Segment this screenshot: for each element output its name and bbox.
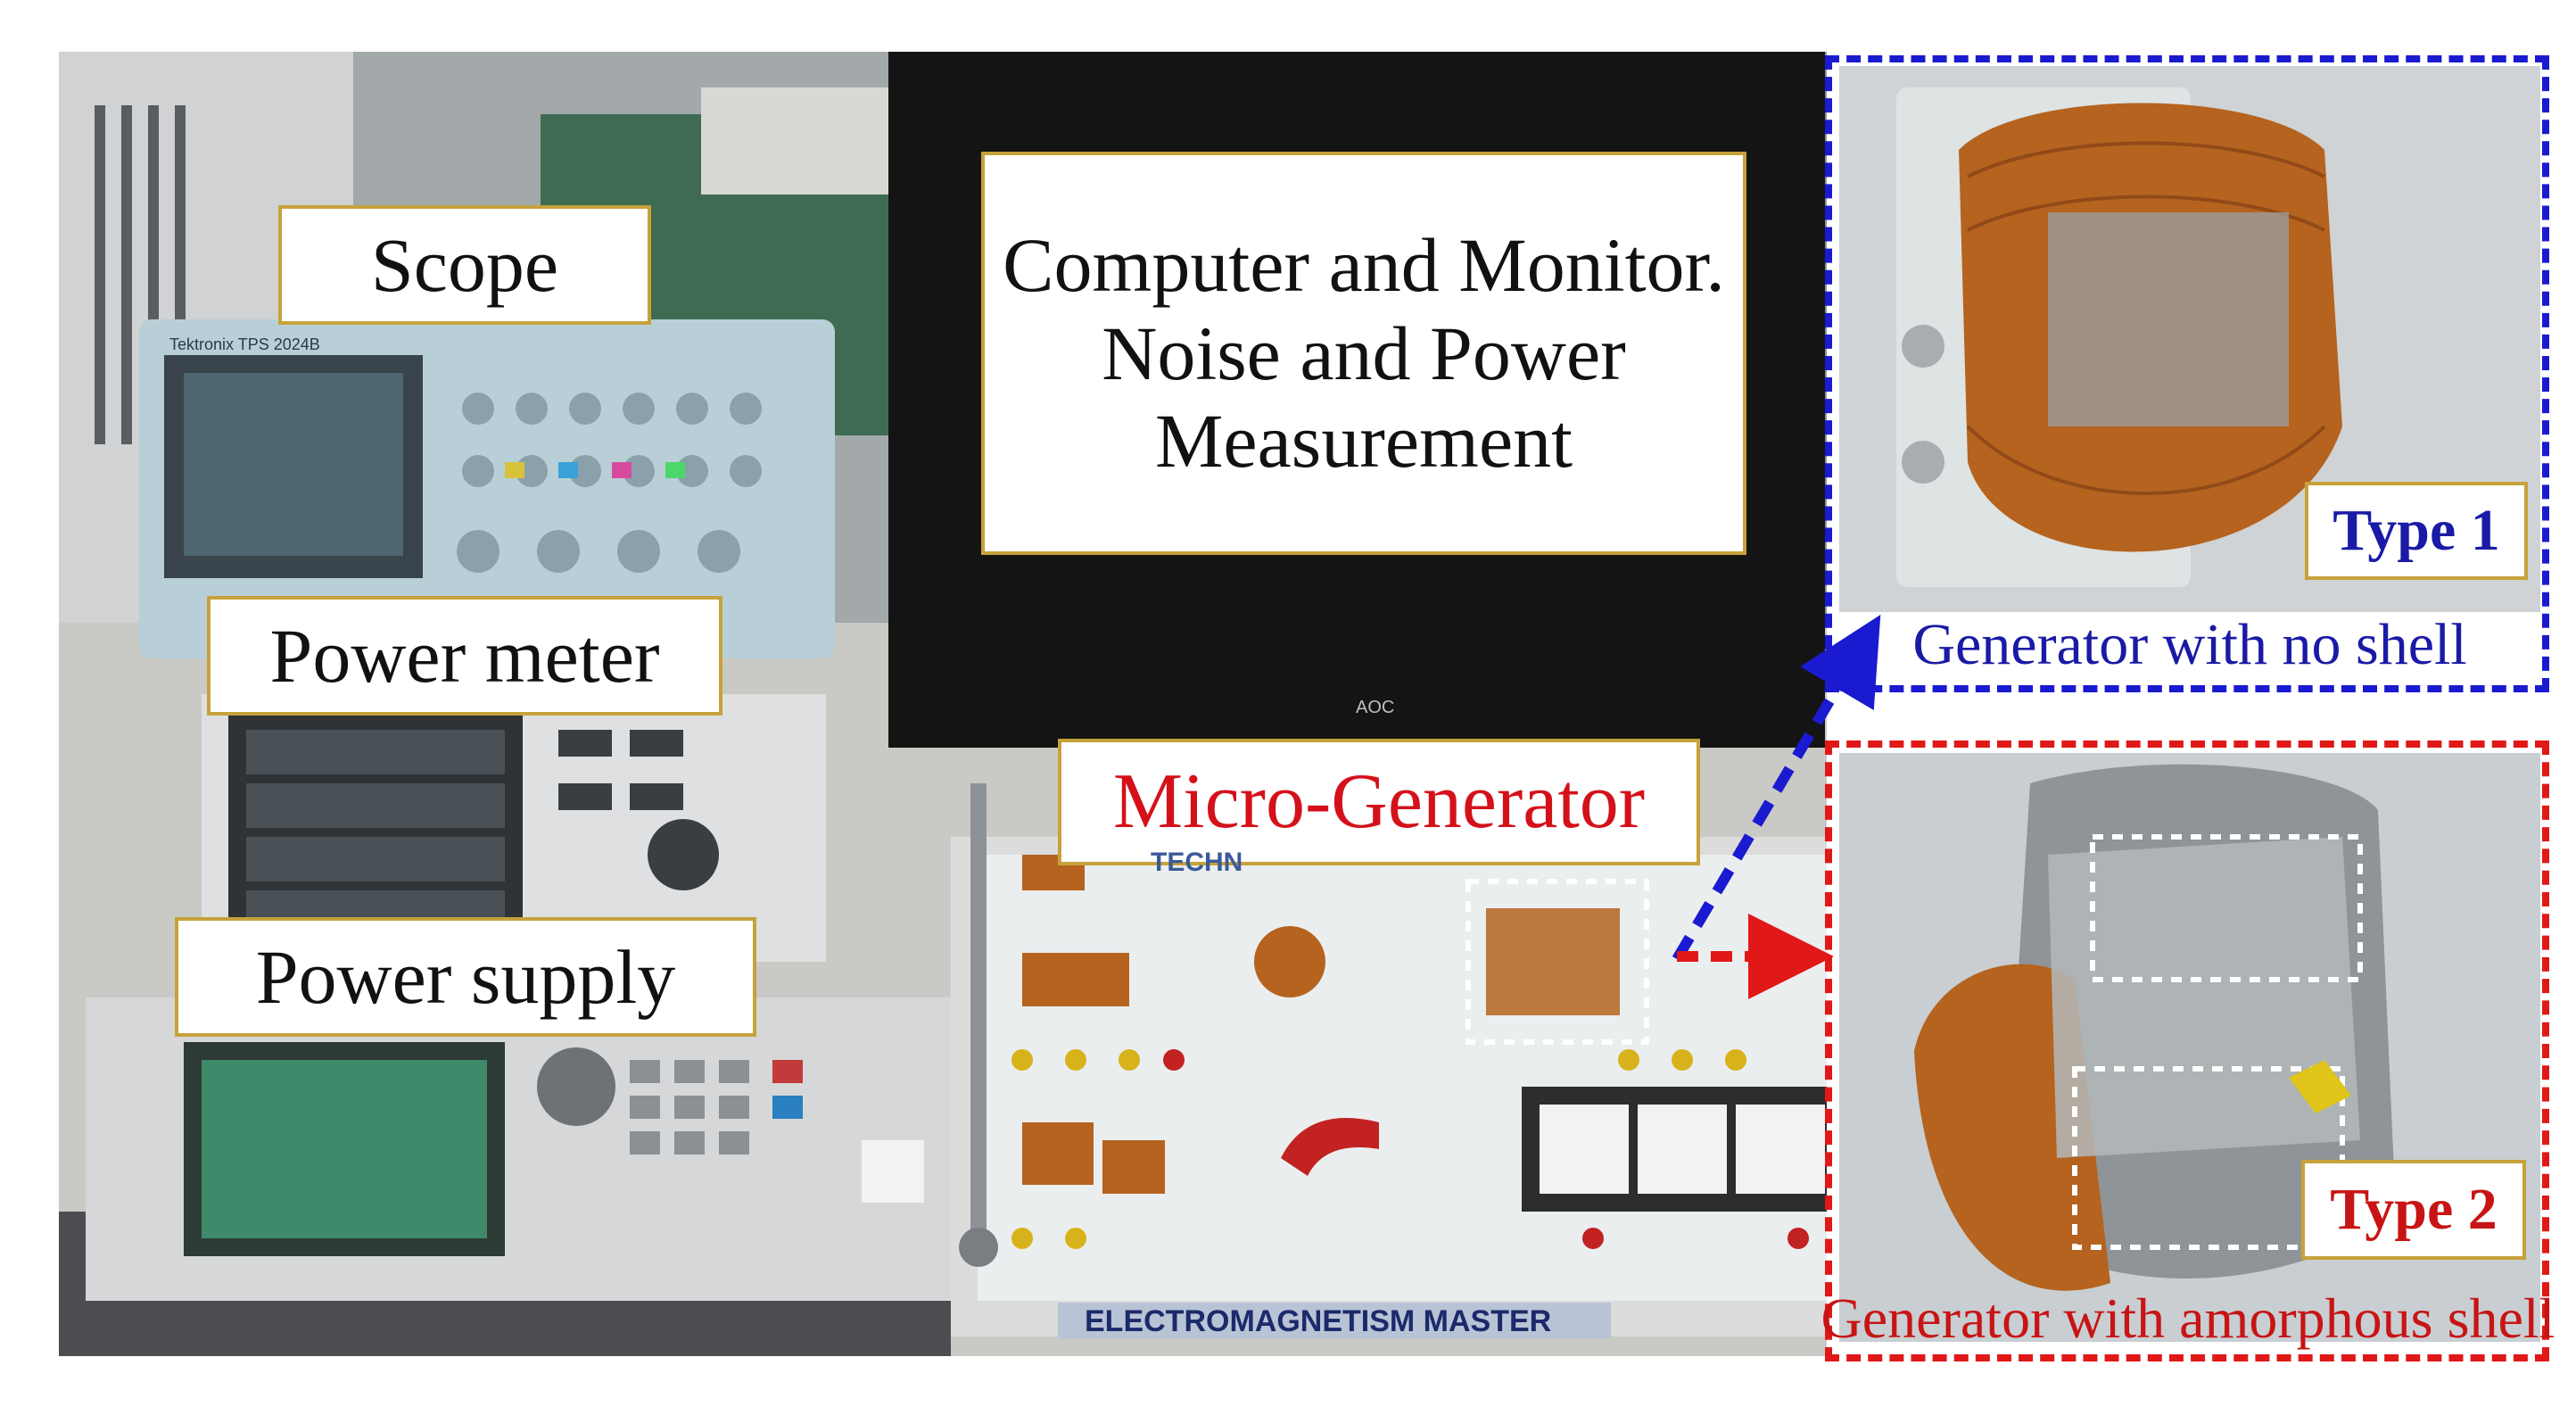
electromagnetism-board: ELECTROMAGNETISM MASTER [951, 837, 1896, 1338]
oscilloscope [139, 319, 835, 658]
type1-photo [1839, 66, 2540, 612]
power-supply-device [86, 997, 960, 1301]
type2-panel-border [1825, 741, 2549, 1361]
type1-panel-border [1825, 55, 2549, 692]
type2-label: Type 2 [2301, 1160, 2526, 1260]
monitor-brand-text: AOC [1356, 698, 1395, 717]
micro-generator-label: Micro-Generator [1058, 739, 1700, 865]
type2-caption: Generator with amorphous shell [1821, 1287, 2555, 1350]
type1-caption: Generator with no shell [1912, 612, 2467, 677]
arrow-to-type1 [1672, 615, 1881, 963]
scope-brand-text: Tektronix TPS 2024B [169, 335, 320, 353]
type1-label: Type 1 [2305, 482, 2528, 580]
board-brand-text: ELECTROMAGNETISM MASTER [1085, 1304, 1551, 1338]
power-supply-label: Power supply [175, 917, 756, 1037]
board-top-text: TECHN [1151, 848, 1243, 877]
power-meter-label: Power meter [207, 596, 722, 716]
computer-monitor-label: Computer and Monitor. Noise and Power Me… [981, 152, 1746, 555]
scope-label: Scope [278, 205, 651, 325]
